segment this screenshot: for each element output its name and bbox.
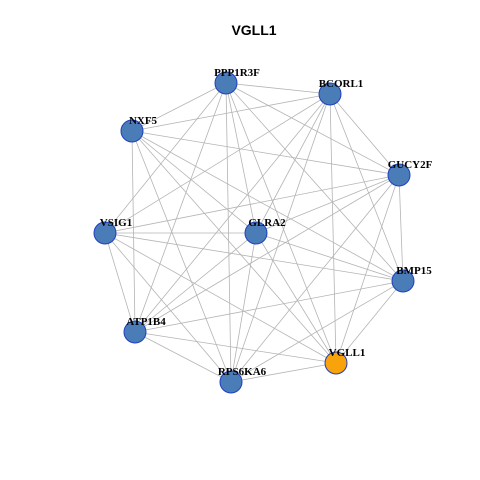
edge-nxf5-vgll1 bbox=[131, 130, 337, 364]
edge-bcorl1-vsig1 bbox=[104, 93, 331, 234]
edge-bcorl1-gucy2f bbox=[329, 93, 400, 176]
node-label-ppp1r3f: PPP1R3F bbox=[214, 67, 260, 79]
edge-gucy2f-atp1b4 bbox=[134, 174, 400, 333]
edge-nxf5-bmp15 bbox=[131, 130, 404, 282]
node-bcorl1[interactable]: BCORL1 bbox=[318, 78, 364, 106]
node-vgll1[interactable]: VGLL1 bbox=[324, 347, 366, 375]
node-label-bcorl1: BCORL1 bbox=[319, 78, 364, 90]
node-label-bmp15: BMP15 bbox=[396, 265, 432, 277]
node-glra2[interactable]: GLRA2 bbox=[244, 217, 286, 245]
node-label-nxf5: NXF5 bbox=[129, 115, 158, 127]
edge-nxf5-gucy2f bbox=[131, 130, 400, 176]
edge-vsig1-atp1b4 bbox=[104, 232, 136, 333]
node-circle-ppp1r3f[interactable] bbox=[214, 71, 238, 95]
node-label-atp1b4: ATP1B4 bbox=[126, 316, 166, 328]
node-gucy2f[interactable]: GUCY2F bbox=[387, 159, 433, 187]
node-circle-rps6ka6[interactable] bbox=[219, 370, 243, 394]
node-label-gucy2f: GUCY2F bbox=[388, 159, 433, 171]
edge-gucy2f-vsig1 bbox=[104, 174, 400, 234]
node-nxf5[interactable]: NXF5 bbox=[120, 115, 158, 143]
edge-ppp1r3f-nxf5 bbox=[131, 82, 227, 132]
edge-gucy2f-bmp15 bbox=[398, 174, 404, 282]
node-circle-bcorl1[interactable] bbox=[318, 82, 342, 106]
edge-glra2-rps6ka6 bbox=[230, 232, 257, 383]
edge-glra2-atp1b4 bbox=[134, 232, 257, 333]
edge-ppp1r3f-glra2 bbox=[225, 82, 257, 234]
node-label-vsig1: VSIG1 bbox=[100, 217, 132, 229]
edge-ppp1r3f-atp1b4 bbox=[134, 82, 227, 333]
node-label-glra2: GLRA2 bbox=[248, 217, 286, 229]
node-circle-atp1b4[interactable] bbox=[123, 320, 147, 344]
edge-ppp1r3f-bcorl1 bbox=[225, 82, 331, 95]
edge-bmp15-rps6ka6 bbox=[230, 280, 404, 383]
edge-ppp1r3f-vsig1 bbox=[104, 82, 227, 234]
edge-nxf5-glra2 bbox=[131, 130, 257, 234]
edge-bmp15-atp1b4 bbox=[134, 280, 404, 333]
edge-bcorl1-rps6ka6 bbox=[230, 93, 331, 383]
edge-vsig1-rps6ka6 bbox=[104, 232, 232, 383]
edge-vgll1-rps6ka6 bbox=[230, 362, 337, 383]
node-circle-vsig1[interactable] bbox=[93, 221, 117, 245]
edge-vsig1-vgll1 bbox=[104, 232, 337, 364]
edge-nxf5-atp1b4 bbox=[131, 130, 136, 333]
edge-glra2-vgll1 bbox=[255, 232, 337, 364]
edge-layer bbox=[104, 82, 404, 383]
edge-bcorl1-nxf5 bbox=[131, 93, 331, 132]
edge-gucy2f-glra2 bbox=[255, 174, 400, 234]
edge-bcorl1-atp1b4 bbox=[134, 93, 331, 333]
diagram-title: VGLL1 bbox=[231, 22, 276, 38]
node-vsig1[interactable]: VSIG1 bbox=[93, 217, 132, 245]
node-circle-bmp15[interactable] bbox=[391, 269, 415, 293]
edge-ppp1r3f-rps6ka6 bbox=[225, 82, 232, 383]
edge-bcorl1-glra2 bbox=[255, 93, 331, 234]
edge-bcorl1-vgll1 bbox=[329, 93, 337, 364]
edge-vsig1-bmp15 bbox=[104, 232, 404, 282]
edge-bmp15-vgll1 bbox=[335, 280, 404, 364]
edge-atp1b4-vgll1 bbox=[134, 331, 337, 364]
edge-nxf5-rps6ka6 bbox=[131, 130, 232, 383]
node-atp1b4[interactable]: ATP1B4 bbox=[123, 316, 166, 344]
edge-ppp1r3f-gucy2f bbox=[225, 82, 400, 176]
node-ppp1r3f[interactable]: PPP1R3F bbox=[214, 67, 260, 95]
node-circle-vgll1[interactable] bbox=[324, 351, 348, 375]
node-circle-nxf5[interactable] bbox=[120, 119, 144, 143]
node-bmp15[interactable]: BMP15 bbox=[391, 265, 432, 293]
edge-ppp1r3f-bmp15 bbox=[225, 82, 404, 282]
node-circle-glra2[interactable] bbox=[244, 221, 268, 245]
edge-glra2-bmp15 bbox=[255, 232, 404, 282]
node-rps6ka6[interactable]: RPS6KA6 bbox=[218, 366, 267, 394]
node-circle-gucy2f[interactable] bbox=[387, 163, 411, 187]
edge-gucy2f-rps6ka6 bbox=[230, 174, 400, 383]
node-label-vgll1: VGLL1 bbox=[329, 347, 366, 359]
node-label-rps6ka6: RPS6KA6 bbox=[218, 366, 267, 378]
edge-bcorl1-bmp15 bbox=[329, 93, 404, 282]
edge-atp1b4-rps6ka6 bbox=[134, 331, 232, 383]
